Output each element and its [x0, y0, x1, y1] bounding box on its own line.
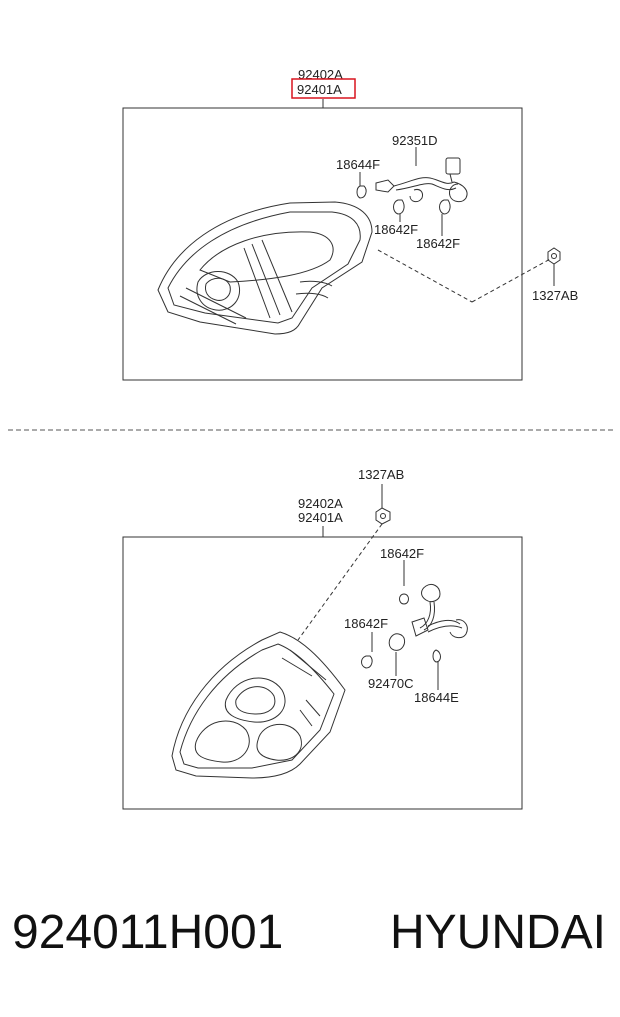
part-number: 924011H001	[12, 906, 284, 959]
bottom-part-label-a[interactable]: 92402A	[298, 496, 343, 511]
bottom-bulb-left-label[interactable]: 18642F	[344, 616, 388, 631]
top-part-label-b[interactable]: 92401A	[297, 82, 342, 97]
top-socket-wiring	[356, 157, 468, 215]
bottom-lamp-housing	[171, 631, 346, 779]
top-highlight-box	[291, 78, 356, 99]
top-assembly: 92402A 92401A	[122, 67, 578, 381]
top-nut-label[interactable]: 1327AB	[532, 288, 578, 303]
top-socket-label[interactable]: 92351D	[392, 133, 438, 148]
footer: 924011H001 HYUNDAI	[0, 905, 620, 975]
top-lamp-housing	[157, 201, 373, 335]
bottom-assembly: 1327AB 92402A 92401A	[122, 467, 523, 810]
top-bulb-right-label[interactable]: 18642F	[416, 236, 460, 251]
bottom-nut	[375, 507, 391, 525]
bottom-frame	[122, 536, 523, 810]
bottom-socket-wiring	[361, 583, 468, 669]
top-nut	[547, 247, 561, 265]
bottom-socket-label[interactable]: 92470C	[368, 676, 414, 691]
top-leader-nut-dash	[377, 249, 473, 303]
top-frame	[122, 107, 523, 381]
bottom-bulb-top-label[interactable]: 18642F	[380, 546, 424, 561]
bottom-leader-nut-dash	[297, 523, 383, 641]
brand-name: HYUNDAI	[389, 906, 606, 959]
bottom-bulb-small-label[interactable]: 18644E	[414, 690, 459, 705]
bottom-nut-label[interactable]: 1327AB	[358, 467, 404, 482]
top-bulb-mid-label[interactable]: 18642F	[374, 222, 418, 237]
top-bulb-top-label[interactable]: 18644F	[336, 157, 380, 172]
top-leader-nut-dash-2	[471, 257, 553, 303]
bottom-part-label-b[interactable]: 92401A	[298, 510, 343, 525]
